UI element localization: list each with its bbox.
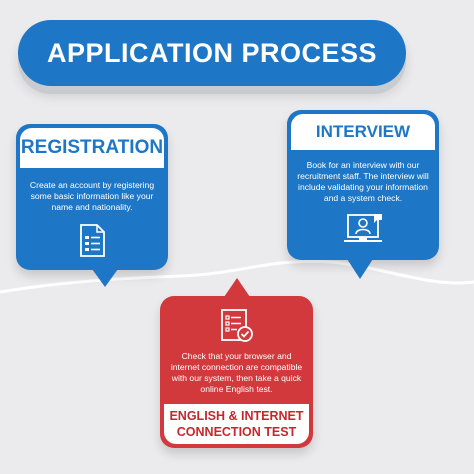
step-card-interview: INTERVIEW Book for an interview with our…: [287, 110, 439, 279]
step-card-registration: REGISTRATION Create an account by regist…: [16, 124, 168, 287]
step-description-registration: Create an account by registering some ba…: [29, 180, 155, 212]
video-call-icon: [344, 214, 382, 242]
step-title-line-2: CONNECTION TEST: [176, 425, 297, 439]
step-title-english-test: ENGLISH & INTERNET CONNECTION TEST: [164, 404, 309, 444]
card-pointer: [224, 278, 250, 297]
checklist-icon: [221, 309, 253, 342]
card-pointer: [92, 269, 118, 287]
card-pointer: [347, 259, 373, 279]
form-document-icon: [80, 224, 105, 257]
page-title: APPLICATION PROCESS: [46, 37, 378, 68]
step-description-english-test: Check that your browser and internet con…: [170, 351, 303, 394]
header-banner: APPLICATION PROCESS: [18, 20, 406, 86]
step-description-interview: Book for an interview with our recruitme…: [297, 160, 429, 203]
step-title-line-1: ENGLISH & INTERNET: [169, 409, 304, 423]
step-title-registration: REGISTRATION: [20, 128, 164, 168]
step-title-interview: INTERVIEW: [291, 114, 435, 150]
step-card-english-test: Check that your browser and internet con…: [160, 278, 313, 448]
